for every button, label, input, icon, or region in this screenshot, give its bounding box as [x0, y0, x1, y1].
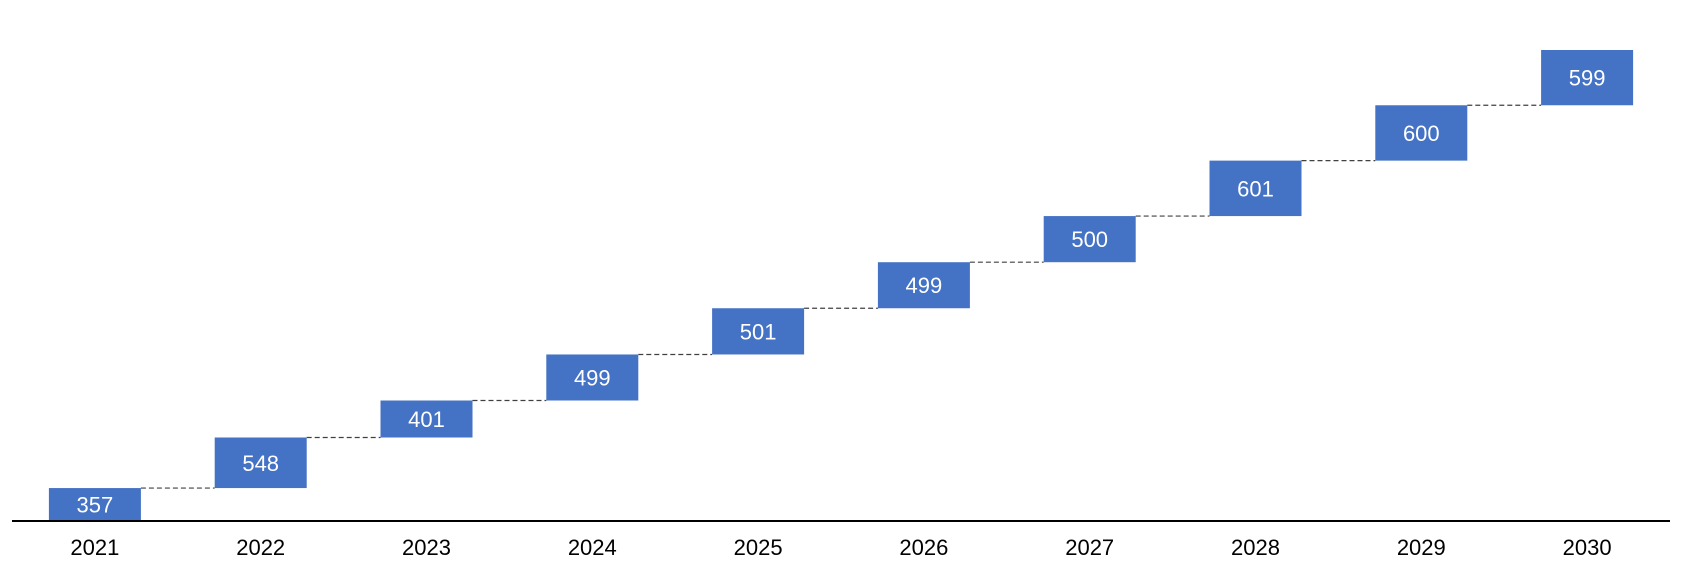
bar-2025 [712, 308, 805, 355]
bar-2024 [546, 354, 639, 401]
data-label-2027: 500 [1071, 227, 1108, 252]
data-label-2023: 401 [408, 407, 445, 432]
data-label-2030: 599 [1569, 66, 1606, 91]
bar-2026 [877, 262, 970, 309]
tick-label-2028: 2028 [1231, 535, 1280, 560]
bar-2021 [48, 488, 141, 521]
tick-label-2025: 2025 [734, 535, 783, 560]
tick-label-2026: 2026 [899, 535, 948, 560]
data-label-2028: 601 [1237, 176, 1274, 201]
bar-2028 [1209, 160, 1302, 217]
tick-label-2024: 2024 [568, 535, 617, 560]
tick-label-2022: 2022 [236, 535, 285, 560]
data-labels: 357 548 401 499 501 499 500 601 600 599 [77, 66, 1606, 518]
connector-lines [140, 104, 1542, 489]
bar-2030 [1541, 50, 1634, 106]
tick-label-2021: 2021 [70, 535, 119, 560]
tick-label-2027: 2027 [1065, 535, 1114, 560]
tick-label-2030: 2030 [1563, 535, 1612, 560]
bar-2023 [380, 400, 473, 438]
bar-2029 [1375, 105, 1468, 161]
bar-2022 [214, 437, 307, 489]
bars [48, 50, 1634, 521]
bar-2027 [1043, 216, 1136, 263]
data-label-2021: 357 [77, 493, 114, 518]
tick-label-2023: 2023 [402, 535, 451, 560]
tick-label-2029: 2029 [1397, 535, 1446, 560]
data-label-2024: 499 [574, 365, 611, 390]
x-axis-tick-labels: 2021 2022 2023 2024 2025 2026 2027 2028 2029 2030 [70, 535, 1611, 560]
data-label-2025: 501 [740, 319, 777, 344]
data-label-2026: 499 [906, 273, 943, 298]
data-label-2029: 600 [1403, 121, 1440, 146]
data-label-2022: 548 [242, 451, 279, 476]
